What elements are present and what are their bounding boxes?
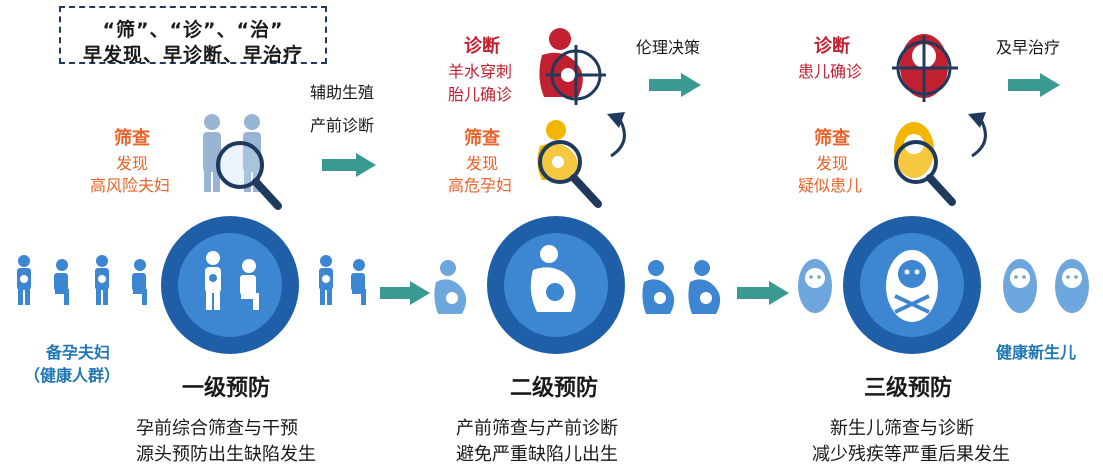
couples-group-icon [17, 255, 147, 305]
stage3-screen-line3: 疑似患儿 [798, 176, 863, 195]
pregnant-small-icon-1 [434, 260, 467, 314]
stage2-screen-line3: 高危孕妇 [448, 176, 513, 195]
stage2-diag-line2: 羊水穿刺 [448, 62, 513, 81]
pregnant-pair-icon [642, 260, 721, 314]
stage1-main-arrow-icon [380, 281, 430, 305]
stage1-arrow-line1: 辅助生殖 [310, 83, 375, 102]
stage1-screen-line2: 发现 [116, 154, 149, 173]
stage3-level: 三级预防 [864, 376, 953, 401]
stage1-arrow-line2: 产前诊断 [310, 116, 375, 135]
stage3-treat: 及早治疗 [996, 38, 1061, 57]
stage3-curve-arrow-icon [968, 112, 987, 158]
pregnant-magnifier-icon [537, 120, 602, 208]
stage1-desc-line2: 源头预防出生缺陷发生 [136, 444, 316, 465]
legend-line-1: “筛”、“诊”、“治” [102, 19, 284, 41]
legend-line-2: 早发现、早诊断、早治疗 [82, 44, 303, 66]
couple-small-icon [319, 255, 366, 305]
stage2-curve-arrow-icon [607, 112, 626, 158]
stage2-upper-arrow-icon [649, 73, 701, 97]
legend-box: “筛”、“诊”、“治” 早发现、早诊断、早治疗 [59, 6, 327, 66]
stage3-desc-line2: 减少残疾等严重后果发生 [812, 444, 1010, 465]
stage2-main-arrow-icon [737, 281, 789, 305]
baby-target-icon [892, 34, 958, 102]
stage2-diag-title: 诊断 [464, 36, 500, 57]
stage3-screen-line2: 发现 [816, 154, 849, 173]
stage2-screen-title: 筛查 [464, 128, 500, 149]
group-label-line1: 备孕夫妇 [46, 343, 111, 362]
baby-small-icon-1 [798, 259, 832, 313]
stage1-upper-arrow-icon [322, 153, 376, 177]
outcome-label: 健康新生儿 [996, 343, 1077, 362]
stage1-level: 一级预防 [182, 376, 271, 401]
baby-magnifier-icon [894, 122, 956, 206]
stage2-diag-line3: 胎儿确诊 [448, 85, 513, 104]
stage3-upper-arrow-icon [1008, 73, 1060, 97]
stage2-level: 二级预防 [510, 376, 599, 401]
stage3-desc-line1: 新生儿筛查与诊断 [830, 418, 974, 439]
stage2-desc-line1: 产前筛查与产前诊断 [456, 418, 618, 439]
stage1-circle [161, 216, 299, 354]
stage2-circle [487, 216, 625, 354]
stage2-decision: 伦理决策 [636, 38, 701, 57]
pregnant-target-icon [539, 28, 606, 105]
baby-pair-icon [1003, 259, 1089, 313]
stage3-circle [843, 216, 981, 354]
stage1-screen-line3: 高风险夫妇 [90, 176, 171, 195]
stage3-diag-title: 诊断 [814, 36, 850, 57]
stage3-screen-title: 筛查 [814, 128, 850, 149]
stage3-diag-line2: 患儿确诊 [798, 62, 863, 81]
stage1-desc-line1: 孕前综合筛查与干预 [136, 418, 298, 439]
stage2-screen-line2: 发现 [466, 154, 499, 173]
stage1-screen-title: 筛查 [114, 128, 150, 149]
group-label-line2: （健康人群） [24, 366, 121, 385]
stage2-desc-line2: 避免严重缺陷儿出生 [456, 444, 618, 465]
couple-magnifier-icon [203, 114, 282, 210]
